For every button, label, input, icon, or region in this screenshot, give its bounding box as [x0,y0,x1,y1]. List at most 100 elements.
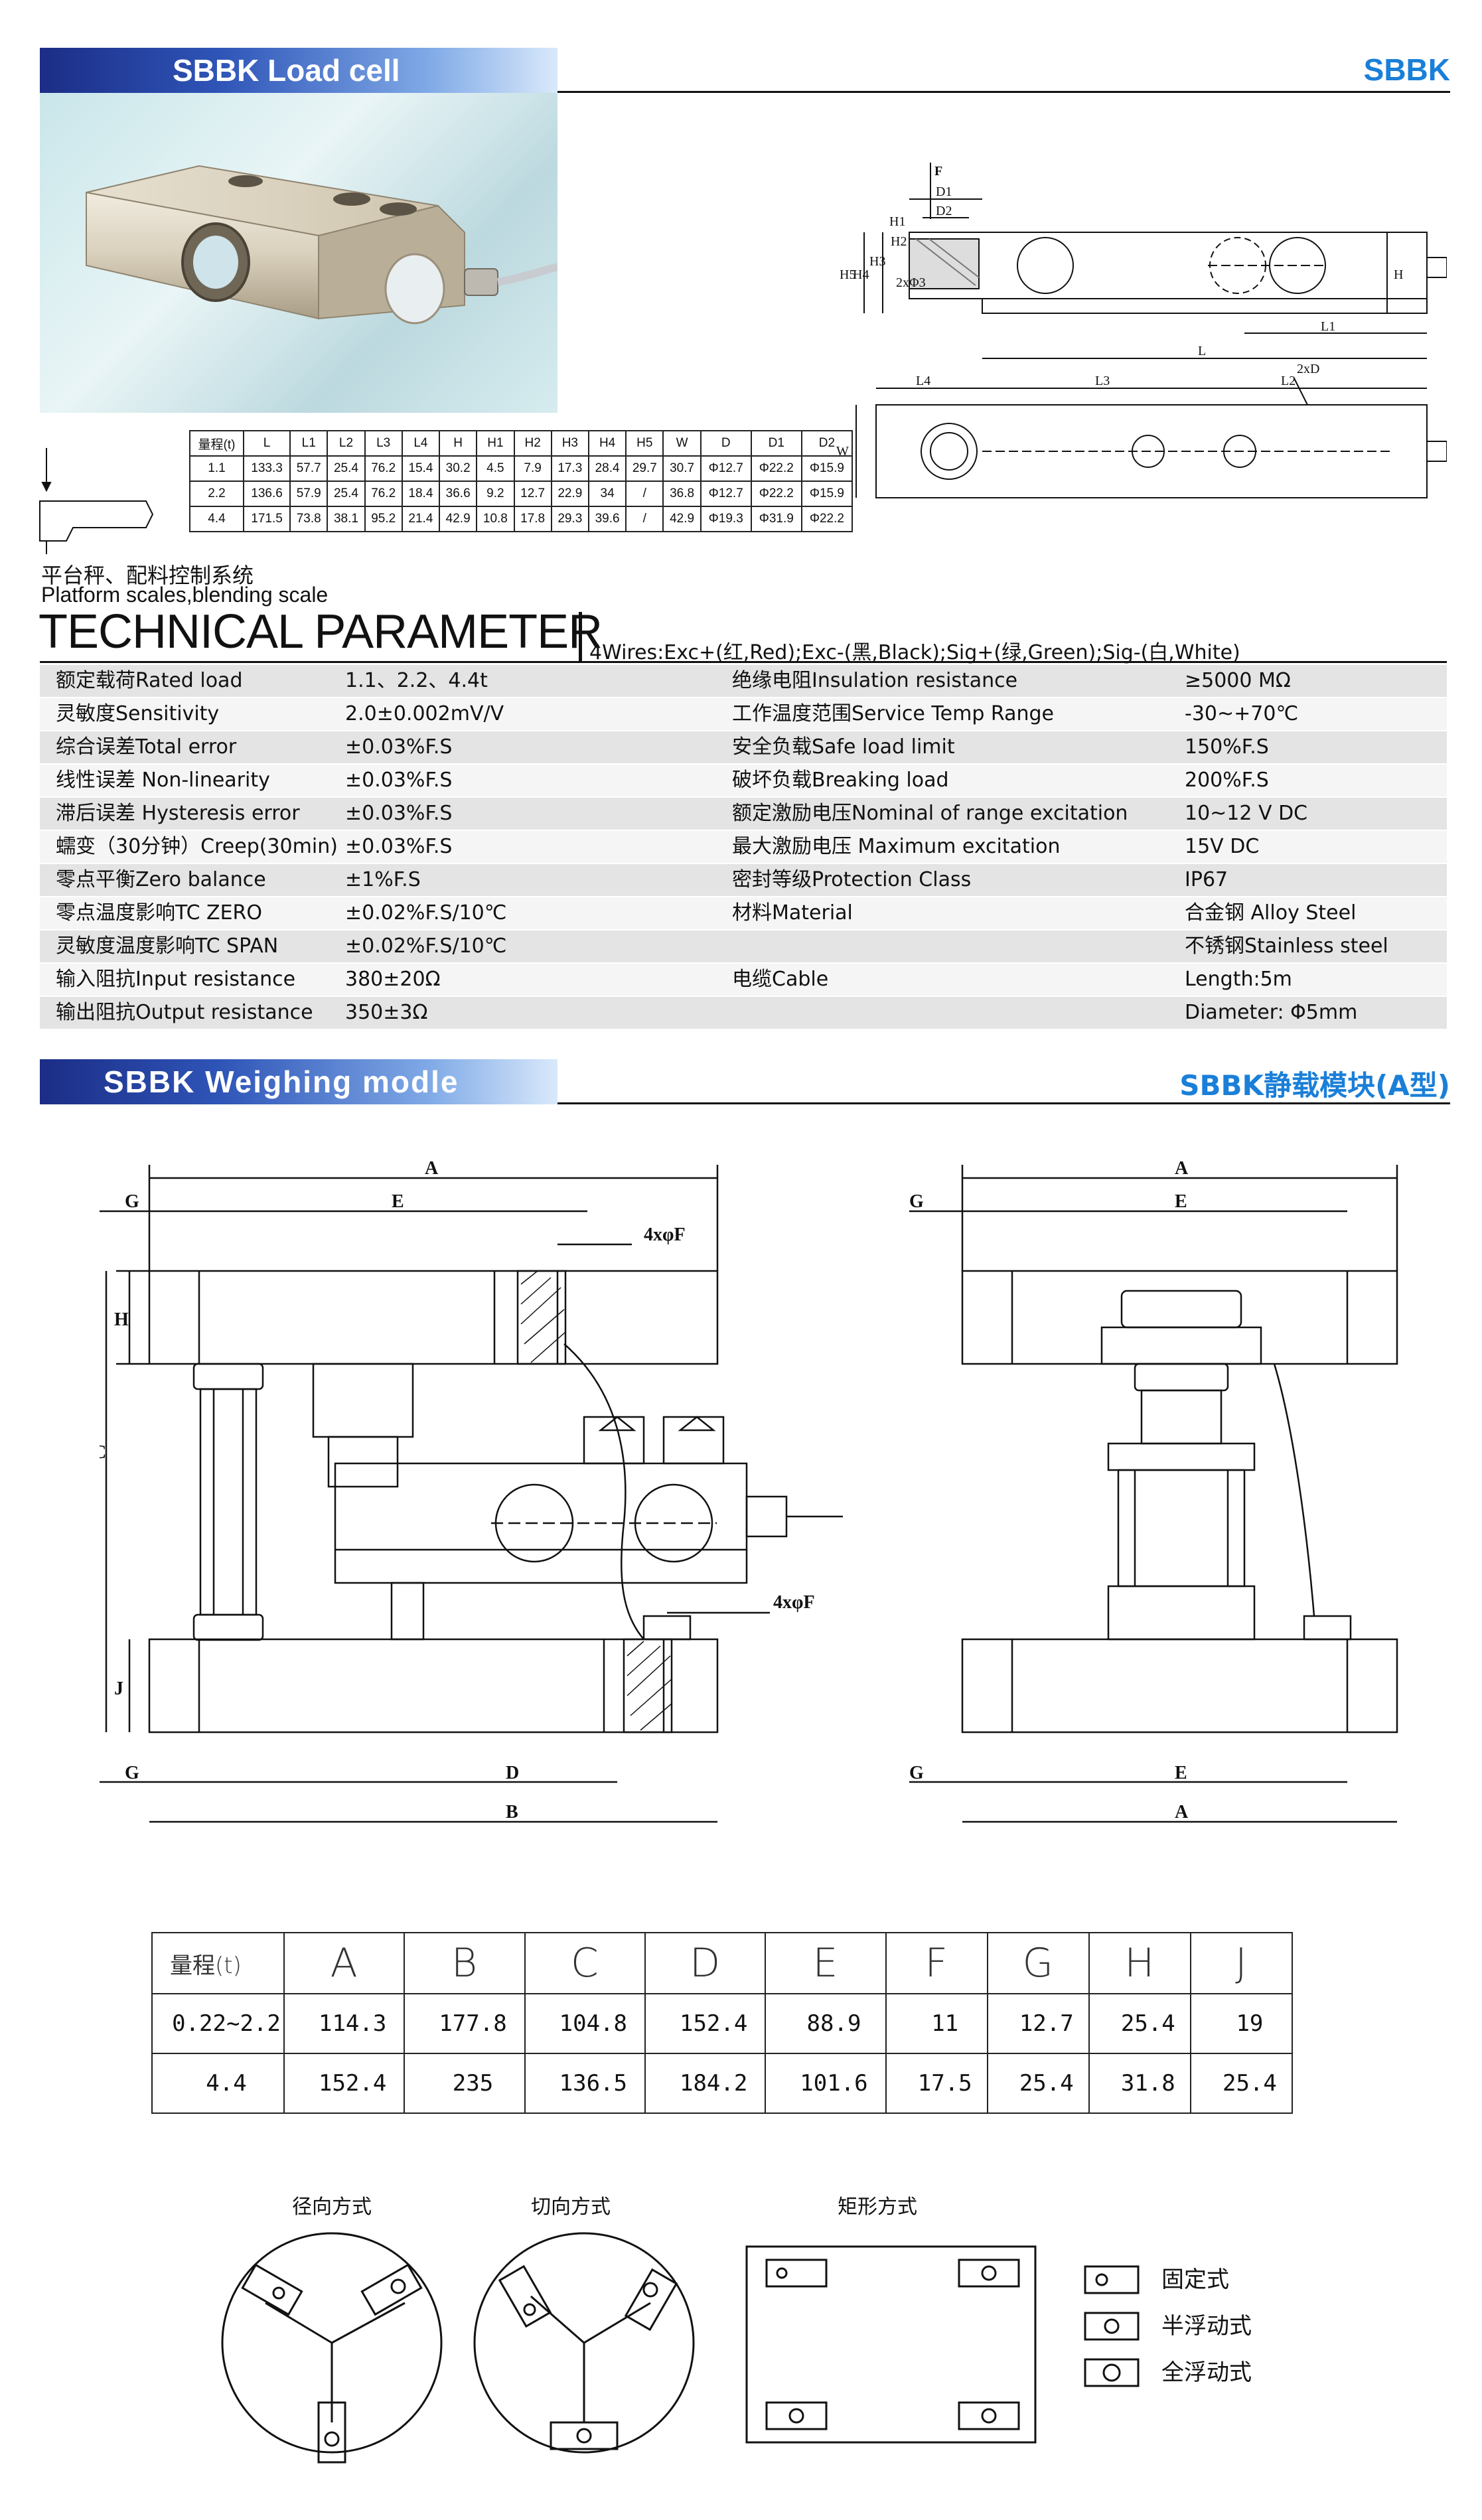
tangential-circle [473,2232,695,2454]
spec-value: 10~12 V DC [1185,802,1308,825]
table-cell: 31.8 [1088,2053,1191,2114]
label-h3: H3 [869,254,885,269]
label-h1: H1 [889,214,905,229]
table-cell: Φ19.3 [700,506,752,532]
spec-value: ±0.03%F.S [345,769,453,792]
table-row: 2.2 136.6 57.9 25.4 76.2 18.4 36.6 9.2 1… [188,481,853,507]
spec-label: 工作温度范围Service Temp Range [732,702,1054,725]
header-cell: L1 [289,430,329,457]
header-cell: C [524,1932,646,1994]
header-cell: D1 [750,430,802,457]
module-table: 量程(t) A B C D E F G H J 0.22~2.2 114.3 1… [151,1932,1294,2114]
dim-d: D [506,1763,519,1783]
dim-j: J [114,1678,123,1699]
radial-circle [221,2232,443,2454]
table-cell: 30.2 [439,455,478,482]
table-cell: 114.3 [283,1993,406,2054]
label-l: L [1198,344,1206,358]
spec-value: ≥5000 MΩ [1185,669,1291,692]
module-banner-title: SBBK Weighing modle [104,1065,459,1099]
legend-full-floating: 全浮动式 [1161,2360,1252,2385]
bottom-plate [148,1638,719,1734]
dim-holes-bottom: 4xφF [773,1592,815,1613]
tangential-pad-right [624,2268,678,2332]
banner-title: SBBK Load cell [173,53,400,88]
spec-value: 150%F.S [1185,735,1269,759]
tech-title-bar [579,612,582,661]
dim-g-top: G [125,1191,139,1212]
legend-semi-floating-icon [1084,2312,1140,2341]
table-cell: 28.4 [587,455,627,482]
spec-value: 15V DC [1185,835,1260,858]
dim-b: B [506,1802,518,1822]
table-cell: 22.9 [550,481,589,507]
table-cell: 12.7 [513,481,552,507]
wiring-note: 4Wires:Exc+(红,Red);Exc-(黑,Black);Sig+(绿,… [589,641,1240,664]
label-force: F [934,164,942,179]
table-cell: 76.2 [364,481,403,507]
table-cell: 19 [1189,1993,1294,2054]
header-cell: H2 [513,430,552,457]
spec-value: ±0.03%F.S [345,835,453,858]
top-divider [557,91,1450,93]
table-cell: Φ31.9 [750,506,802,532]
header-cell: L3 [364,430,403,457]
table-cell: 0.22~2.2 [151,1993,285,2054]
table-row: 0.22~2.2 114.3 177.8 104.8 152.4 88.9 11… [151,1993,1294,2054]
dimension-table: 量程(t) L L1 L2 L3 L4 H H1 H2 H3 H4 H5 W D… [188,430,853,532]
top-plate [148,1270,719,1365]
label-2xd: 2xD [1297,362,1319,376]
spec-label: 零点平衡Zero balance [56,868,266,891]
spec-label: 电缆Cable [732,968,829,991]
dim-g-bottom: G [125,1763,139,1783]
table-cell: 25.4 [1088,1993,1191,2054]
spec-value: IP67 [1185,868,1228,891]
rectangular-label: 矩形方式 [838,2195,917,2219]
table-cell: 18.4 [401,481,441,507]
label-l2: L2 [1281,374,1296,388]
table-cell: 25.4 [327,455,366,482]
table-cell: 17.3 [550,455,589,482]
module-subtitle: SBBK静载模块(A型) [1179,1069,1450,1102]
table-cell: 29.3 [550,506,589,532]
header-cell: 量程(t) [188,430,245,457]
header-cell: E [765,1932,887,1994]
spec-value: ±1%F.S [345,868,421,891]
table-cell: 25.4 [1189,2053,1294,2114]
table-cell: 152.4 [644,1993,767,2054]
table-cell: 4.4 [151,2053,285,2114]
front-view-body [909,232,1428,299]
header-cell: B [404,1932,526,1994]
table-cell: 17.5 [885,2053,988,2114]
table-cell: 104.8 [524,1993,646,2054]
hex-nut-bottom [192,1613,264,1641]
header-cell: 量程(t) [151,1932,285,1994]
label-h5: H5 [840,267,855,282]
load-cell-drawing: F D1 D2 H1 H2 H3 H4 H5 H 2xΦ3 L L1 L2 L3… [836,163,1447,498]
table-cell: 57.7 [289,455,329,482]
table-cell: 36.8 [662,481,702,507]
legend-full-floating-icon [1084,2358,1140,2387]
table-cell: 12.7 [986,1993,1090,2054]
spec-label: 灵敏度Sensitivity [56,702,220,725]
spec-label: 安全负载Safe load limit [732,735,955,759]
spec-label: 额定激励电压Nominal of range excitation [732,802,1128,825]
table-cell: 11 [885,1993,988,2054]
dim-a: A [425,1158,439,1179]
header-cell: D [644,1932,767,1994]
spec-value: 不锈钢Stainless steel [1185,934,1388,958]
table-cell: Φ22.2 [800,506,853,532]
side-dim-e: E [1175,1191,1187,1212]
header-cell: G [986,1932,1090,1994]
side-bottom-plate [961,1638,1398,1734]
mounting-diagrams: 固定式 半浮动式 全浮动式 [221,2232,1252,2464]
table-cell: 42.9 [439,506,478,532]
table-cell: 2.2 [188,481,245,507]
